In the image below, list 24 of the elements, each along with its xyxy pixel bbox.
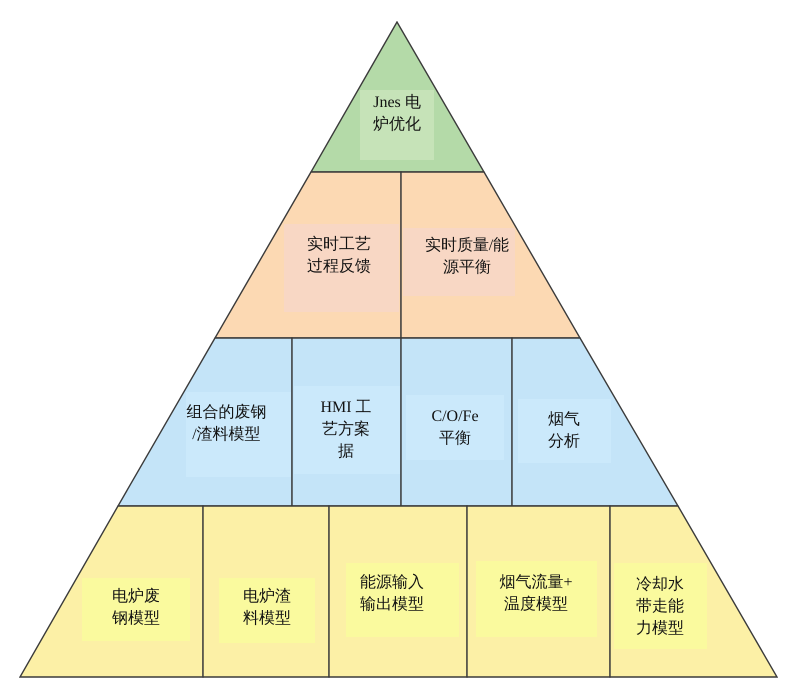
segment-label: 烟气分析 (518, 399, 611, 463)
segment-label: 电炉废钢模型 (82, 578, 190, 641)
pyramid-segment (328, 505, 468, 678)
pyramid-segment (400, 171, 581, 339)
pyramid-segment (19, 505, 204, 678)
pyramid-segment (117, 337, 293, 507)
segment-label: 实时工艺过程反馈 (284, 224, 399, 312)
pyramid-segment (202, 505, 330, 678)
segment-label: 电炉渣料模型 (219, 578, 315, 643)
pyramid-segment (466, 505, 611, 678)
segment-label: HMI 工艺方案据 (294, 386, 400, 474)
segment-label: 烟气流量+温度模型 (476, 561, 597, 637)
pyramid-segment (214, 171, 402, 339)
pyramid-segment (511, 337, 679, 507)
segment-label: 组合的废钢/渣料模型 (186, 392, 291, 477)
pyramid-apex (310, 21, 485, 173)
segment-label: 实时质量/能源平衡 (403, 228, 515, 296)
segment-label: Jnes 电炉优化 (360, 90, 434, 160)
segment-label: 能源输入输出模型 (346, 563, 459, 637)
segment-label: C/O/Fe平衡 (406, 395, 504, 460)
pyramid-segment (609, 505, 778, 678)
pyramid-segment (400, 337, 513, 507)
segment-label: 冷却水带走能力模型 (614, 563, 707, 649)
pyramid-segment (291, 337, 402, 507)
